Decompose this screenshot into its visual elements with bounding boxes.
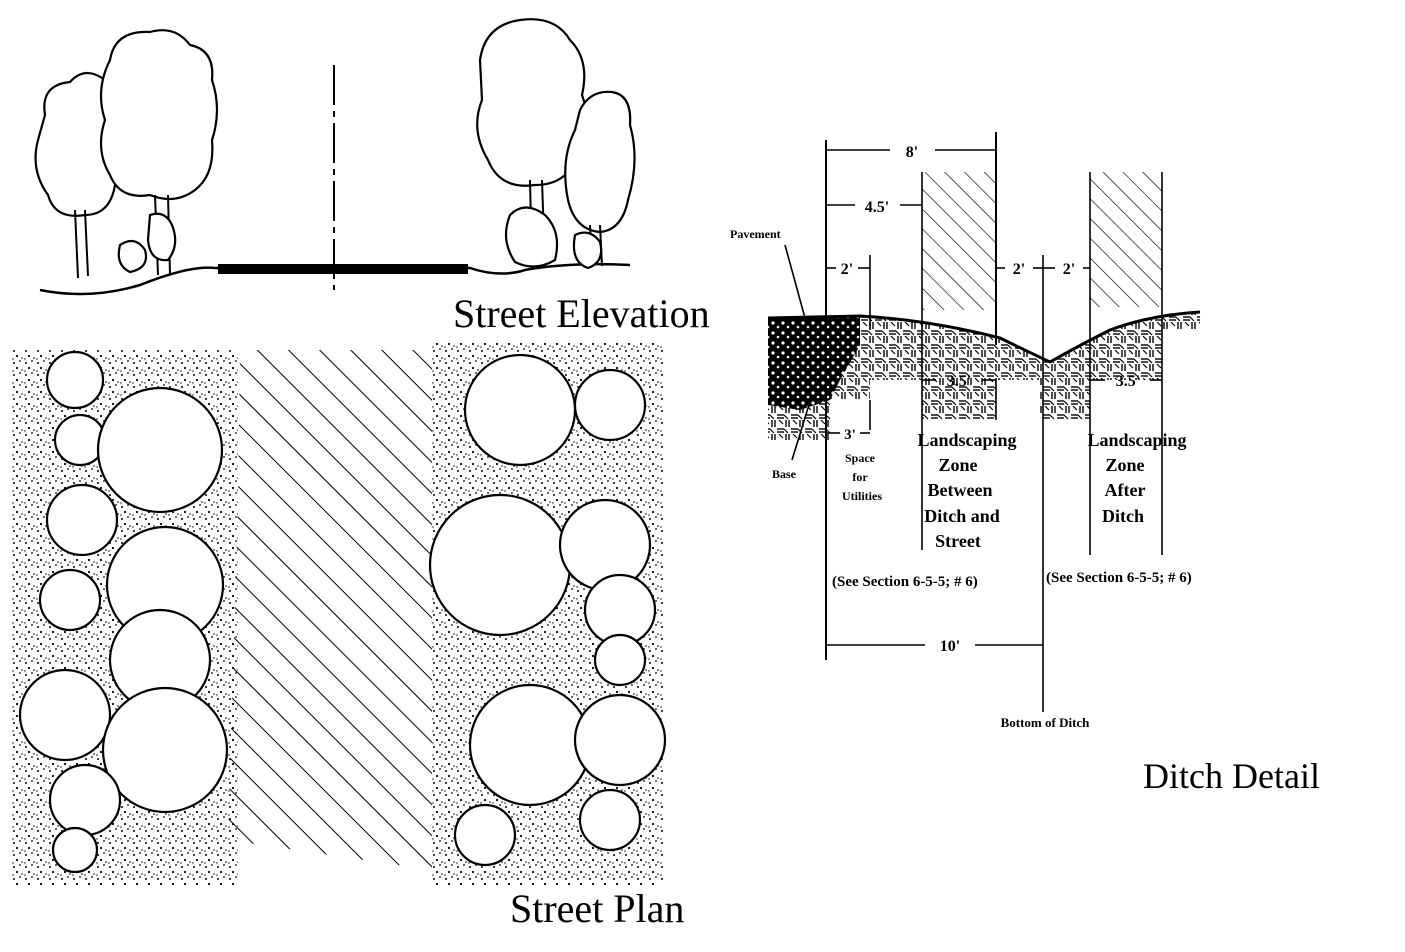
- svg-text:Utilities: Utilities: [842, 489, 882, 503]
- street-hatch: [228, 350, 432, 870]
- svg-text:Landscaping: Landscaping: [1087, 430, 1186, 450]
- street-plan-title: Street Plan: [510, 886, 684, 931]
- road-section: [218, 264, 468, 274]
- pavement-label: Pavement: [730, 227, 781, 241]
- svg-text:Between: Between: [928, 480, 993, 500]
- section-ref-left: (See Section 6-5-5; # 6): [832, 574, 978, 590]
- svg-text:Zone: Zone: [1105, 455, 1144, 475]
- tree-elevation-right: [476, 18, 636, 271]
- dim-2ft-ditch-left: 2': [1013, 261, 1025, 278]
- section-ref-right: (See Section 6-5-5; # 6): [1046, 570, 1192, 586]
- soil-section: [768, 312, 1200, 440]
- dim-8ft: 8': [906, 144, 918, 161]
- svg-text:Ditch: Ditch: [1102, 506, 1144, 526]
- utilities-label: Space for Utilities: [842, 451, 882, 503]
- zone-after-hatch: [1090, 172, 1162, 307]
- dim-2ft-left: 2': [841, 261, 853, 278]
- svg-text:Street: Street: [935, 531, 981, 551]
- zone-between-label: Landscaping Zone Between Ditch and Stree…: [917, 430, 1016, 551]
- ditch-detail-title: Ditch Detail: [1143, 756, 1320, 796]
- dim-3-5ft-left: 3.5': [947, 373, 971, 390]
- svg-text:After: After: [1105, 480, 1146, 500]
- base-label: Base: [772, 467, 797, 481]
- tree-canopies-left: [18, 350, 229, 874]
- svg-text:Landscaping: Landscaping: [917, 430, 1016, 450]
- zone-after-label: Landscaping Zone After Ditch: [1087, 430, 1186, 526]
- svg-text:Zone: Zone: [938, 455, 977, 475]
- ditch-detail: 8' 4.5' 2' 2' 2' 3.5' 3.5' 3' 10' Paveme…: [730, 132, 1320, 796]
- svg-text:Space: Space: [845, 451, 876, 465]
- pavement-base: [768, 316, 860, 410]
- svg-text:Ditch and: Ditch and: [924, 506, 1000, 526]
- tree-canopies-right: [428, 353, 667, 867]
- svg-text:for: for: [852, 470, 868, 484]
- dim-3-5ft-right: 3.5': [1116, 373, 1140, 390]
- dim-10ft: 10': [940, 638, 960, 655]
- tree-elevation-left: [34, 29, 219, 279]
- bottom-of-ditch-label: Bottom of Ditch: [1001, 715, 1091, 730]
- zone-between-hatch: [922, 172, 996, 310]
- street-elevation-title: Street Elevation: [453, 291, 710, 336]
- dim-2ft-ditch-right: 2': [1063, 261, 1075, 278]
- street-elevation: Street Elevation: [34, 18, 710, 336]
- dim-4-5ft: 4.5': [865, 199, 889, 216]
- dim-3ft: 3': [844, 427, 856, 443]
- street-plan: Street Plan: [12, 340, 684, 931]
